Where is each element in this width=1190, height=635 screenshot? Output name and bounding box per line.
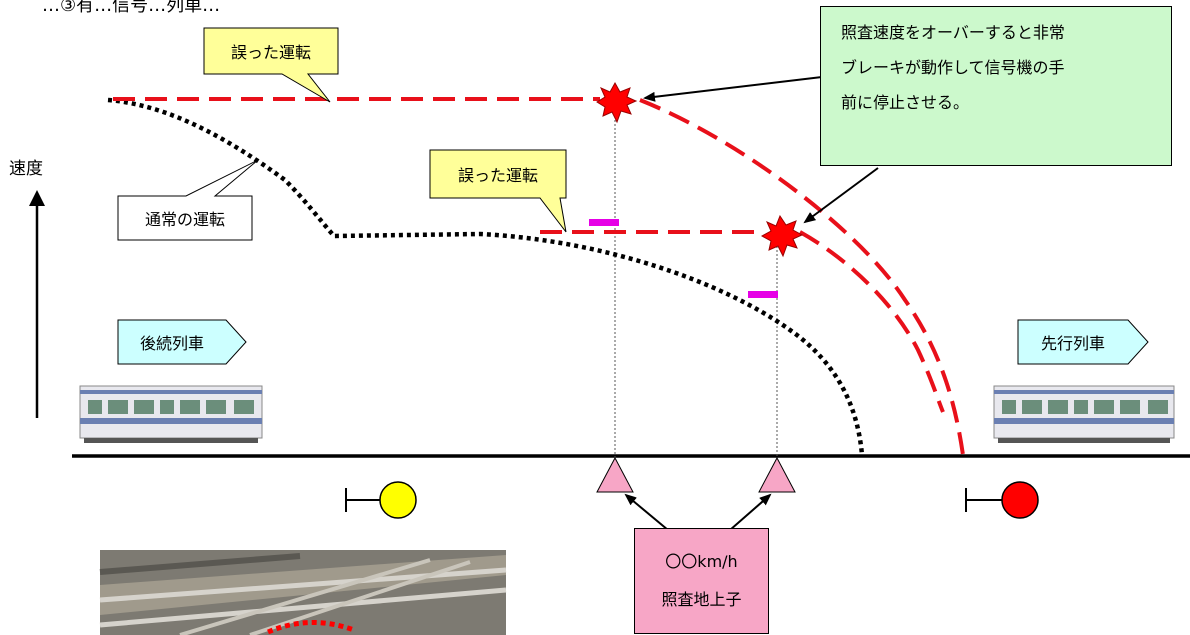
brake-trigger-burst-1: [596, 81, 638, 124]
ground-coil-speed: 〇〇km/h: [665, 552, 738, 571]
brake-trigger-burst-2: [760, 214, 804, 258]
ground-coil-2-icon: [758, 456, 796, 493]
following-train-label-shape: [117, 319, 247, 365]
track-photo: [99, 550, 507, 635]
note-line-3: 前に停止させる。: [841, 93, 970, 112]
coil-arrow-1: [624, 493, 669, 531]
emergency-brake-curve-inner: [799, 230, 945, 413]
note-arrow-1: [643, 76, 823, 102]
note-line-1: 照査速度をオーバーすると非常: [841, 23, 1065, 42]
callout-normal-driving: 通常の運転: [144, 210, 225, 229]
following-train-label: 後続列車: [139, 334, 204, 353]
yellow-signal-icon: [345, 481, 417, 519]
speed-axis-label: 速度: [9, 159, 43, 179]
emergency-brake-note: 照査速度をオーバーすると非常 ブレーキが動作して信号機の手 前に停止させる。: [820, 6, 1172, 166]
callout-wrong-driving-mid-shape: [429, 149, 567, 233]
callout-normal-driving-shape: [117, 159, 259, 241]
preceding-train-icon: [993, 385, 1175, 443]
speed-axis-arrowhead: [29, 190, 45, 206]
red-signal-icon: [965, 481, 1039, 519]
following-train-icon: [79, 385, 263, 443]
ground-coil-1-icon: [596, 456, 634, 493]
page-top-fragment: …③有…信号…列車…: [42, 0, 221, 16]
check-speed-marker-2: [748, 291, 778, 298]
callout-wrong-driving-top: 誤った運転: [230, 43, 311, 62]
preceding-train-label-shape: [1017, 319, 1149, 365]
coil-arrow-2: [729, 493, 772, 531]
preceding-train-label: 先行列車: [1040, 334, 1105, 353]
note-line-2: ブレーキが動作して信号機の手: [841, 58, 1065, 77]
note-arrow-2: [803, 167, 879, 224]
callout-wrong-driving-top-shape: [203, 27, 339, 103]
emergency-brake-curve-outer: [639, 98, 965, 456]
ground-coil-label: 〇〇km/h 照査地上子: [634, 528, 769, 634]
ground-coil-name: 照査地上子: [661, 590, 742, 609]
callout-wrong-driving-mid: 誤った運転: [457, 166, 538, 185]
normal-driving-curve: [107, 97, 865, 456]
check-speed-marker-1: [589, 219, 619, 226]
